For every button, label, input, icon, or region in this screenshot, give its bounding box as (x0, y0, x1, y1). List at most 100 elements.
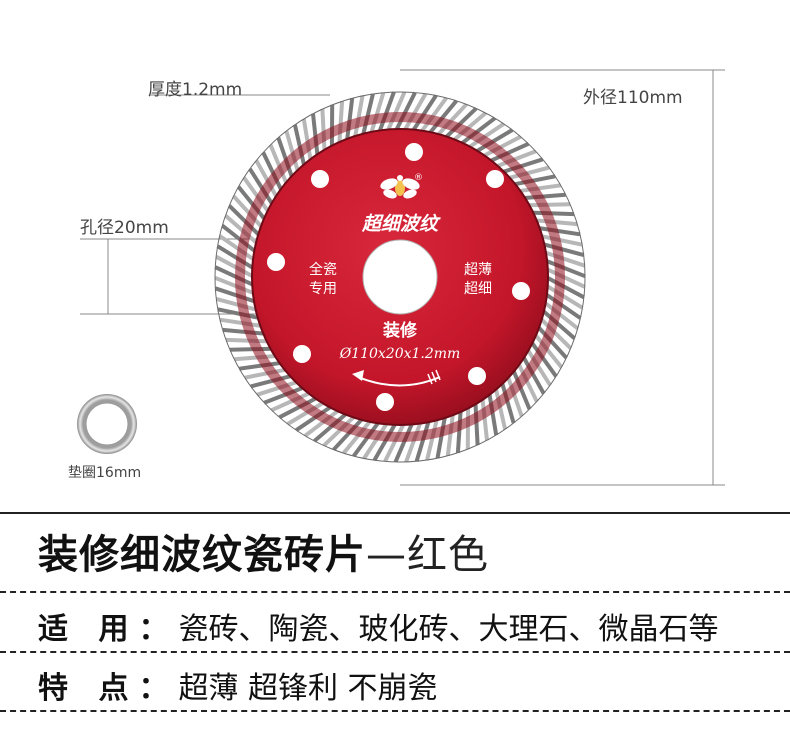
blade-tooth (236, 185, 268, 222)
washer-hole (85, 402, 129, 446)
blade-tooth (545, 275, 585, 300)
hole (486, 170, 504, 188)
blade-tooth (435, 102, 468, 138)
blade-tooth (443, 106, 478, 140)
blade-tooth (342, 418, 373, 455)
blade-tooth (292, 124, 307, 168)
blade-holes (267, 143, 530, 411)
spec-key: 特 点： (38, 671, 179, 706)
blade-tooth (543, 250, 586, 268)
dashed-divider (0, 591, 790, 593)
rotation-arrow-icon (352, 369, 441, 387)
blade-tooth (263, 385, 306, 405)
blade-tooth (507, 165, 550, 181)
blade-tooth (544, 283, 584, 310)
blade-tooth (337, 101, 345, 145)
blade-tooth (214, 286, 257, 304)
thickness-label: 厚度1.2mm (148, 80, 243, 100)
blade-tooth (534, 218, 578, 227)
blade-body-edge (251, 128, 549, 426)
product-title-suffix: —红色 (366, 532, 489, 578)
blade-tooth (227, 204, 262, 238)
blade-tooth (244, 367, 288, 380)
blade-tooth (239, 360, 283, 371)
blade-tooth (402, 92, 428, 133)
spec-key: 适 用： (38, 612, 179, 647)
blade-illustration: ® 超细波纹 全瓷 专用 超薄 超细 装修 Ø110x20x1.2mm (77, 69, 725, 486)
blade-tooth (222, 327, 266, 336)
blade-tooth (362, 421, 390, 460)
blade-tooth (419, 96, 448, 134)
blade-tooth (541, 241, 585, 258)
blade-tooth (242, 176, 271, 214)
blade-tooth (473, 401, 480, 446)
blade-tooth (537, 225, 581, 237)
blade-tooth (345, 98, 355, 142)
outer-diameter-label: 外径110mm (583, 88, 683, 108)
blade-tooth (543, 291, 582, 320)
blade-tooth (522, 192, 566, 201)
spec-row-features: 特 点：超薄 超锋利 不崩瓷 (38, 663, 438, 707)
blade-tooth (369, 92, 386, 135)
blade-tooth (517, 183, 561, 194)
blade-tooth (525, 347, 552, 387)
blade-tooth (455, 409, 463, 453)
blade-tooth (459, 116, 497, 146)
washer-label: 垫圈16mm (68, 465, 142, 481)
blade-tooth (466, 122, 505, 150)
blade-tooth (215, 254, 255, 279)
blade-tooth (481, 134, 522, 159)
blade-tooth (511, 368, 532, 410)
blade-tooth (536, 324, 568, 360)
blade-tooth (512, 174, 556, 187)
blade-tooth (516, 361, 539, 403)
blade-tooth (544, 266, 586, 289)
blade-tooth (221, 224, 258, 254)
blade-tooth (332, 416, 365, 452)
product-title-main: 装修细波纹瓷砖片 (38, 532, 366, 578)
blade-tooth (352, 420, 381, 458)
blade-tooth (527, 202, 571, 208)
blade-tooth (270, 390, 312, 413)
blade-tooth (488, 141, 530, 164)
hole (405, 143, 423, 161)
blade-tooth (303, 408, 341, 438)
blade-tooth (377, 91, 396, 134)
blade-tooth (214, 265, 256, 288)
blade-tooth (215, 296, 259, 313)
blade-tooth (383, 422, 406, 463)
blade-tooth (539, 233, 583, 247)
blade-tooth (414, 419, 431, 462)
spec-value: 瓷砖、陶瓷、玻化砖、大理石、微晶石等 (178, 612, 719, 647)
blade-tooth (540, 308, 576, 340)
blade-tooth (284, 130, 301, 173)
blade-tooth (276, 137, 295, 179)
hole (311, 170, 329, 188)
blade-tooth (493, 386, 508, 430)
blade-tooth (320, 108, 327, 153)
blade-tooth (474, 128, 514, 154)
blade-tooth (532, 332, 564, 369)
blade-tooth (529, 340, 558, 378)
blade-tooth (225, 337, 270, 344)
section-divider (0, 512, 790, 514)
dashed-divider (0, 710, 790, 712)
blade-tooth (218, 234, 257, 263)
blade-tooth (295, 404, 334, 432)
bore-label: 孔径20mm (80, 218, 169, 238)
blade-left-line-1: 全瓷 (309, 261, 337, 278)
hole (468, 367, 486, 385)
blade-right-line-2: 超细 (464, 281, 492, 297)
blade-tooth (372, 421, 398, 462)
blade-tooth (451, 111, 487, 143)
blade-tooth (214, 275, 256, 296)
blade-tooth (268, 144, 289, 186)
blade-tooth (393, 421, 415, 463)
blade-tooth (234, 353, 278, 362)
spec-row-application: 适 用：瓷砖、陶瓷、玻化砖、大理石、微晶石等 (38, 604, 718, 648)
blade-tooth (480, 397, 489, 441)
blade-tooth (404, 420, 423, 463)
blade-tooth (311, 113, 320, 157)
blade-outer-edge (214, 91, 586, 463)
hole (376, 393, 394, 411)
